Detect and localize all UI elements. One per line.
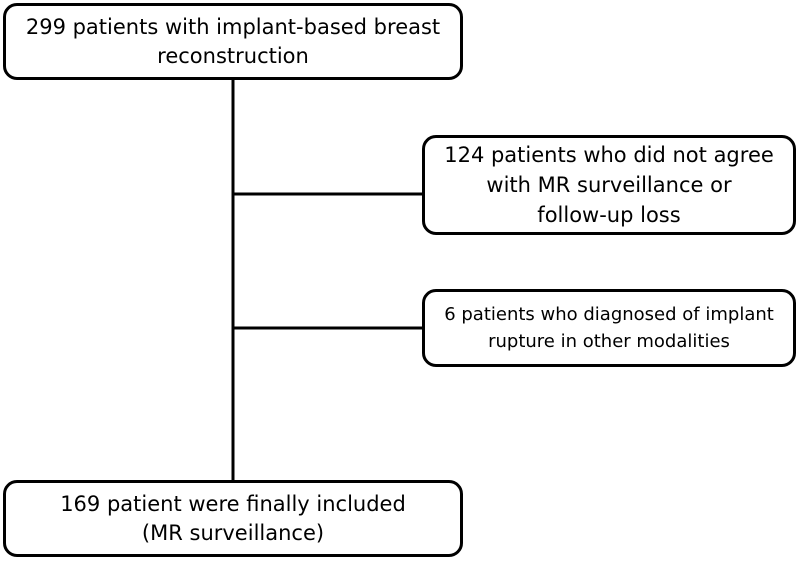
initial-cohort-text: 299 patients with implant-based breast r… <box>26 13 440 71</box>
final-cohort-line-2: (MR surveillance) <box>141 520 325 545</box>
final-cohort-line-1: 169 patient were finally included <box>60 491 406 516</box>
exclusion-1-line-2: with MR surveillance or <box>486 173 732 197</box>
exclusion-2-text: 6 patients who diagnosed of implant rupt… <box>444 301 774 355</box>
final-cohort-box: 169 patient were finally included (MR su… <box>3 480 463 557</box>
exclusion-box-rupture-other-modalities: 6 patients who diagnosed of implant rupt… <box>422 289 796 367</box>
initial-cohort-box: 299 patients with implant-based breast r… <box>3 3 463 80</box>
exclusion-1-line-1: 124 patients who did not agree <box>444 143 774 167</box>
exclusion-1-text: 124 patients who did not agree with MR s… <box>444 140 774 230</box>
exclusion-2-line-2: rupture in other modalities <box>488 331 730 352</box>
exclusion-box-declined-or-lost: 124 patients who did not agree with MR s… <box>422 135 796 235</box>
initial-cohort-line-1: 299 patients with implant-based breast <box>25 14 441 39</box>
exclusion-1-line-3: follow-up loss <box>537 203 681 227</box>
initial-cohort-line-2: reconstruction <box>157 43 309 68</box>
final-cohort-text: 169 patient were finally included (MR su… <box>60 490 406 548</box>
exclusion-2-line-1: 6 patients who diagnosed of implant <box>444 304 774 325</box>
